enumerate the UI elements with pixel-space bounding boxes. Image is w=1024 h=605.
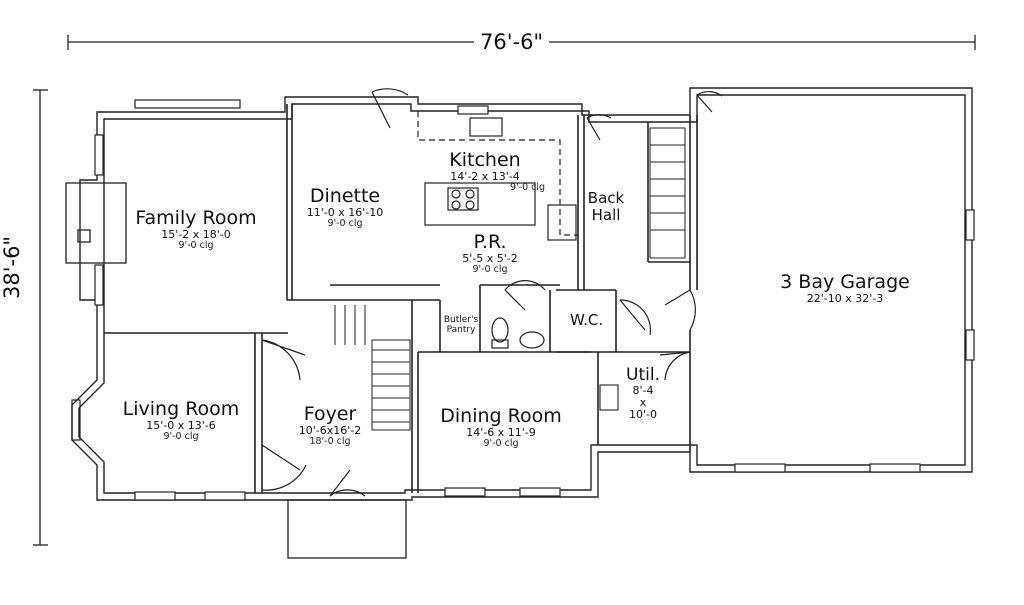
kitchen-cabinets bbox=[417, 111, 578, 241]
overall-width-label: 76'-6" bbox=[474, 32, 550, 53]
butlers-pantry-label: Butler's Pantry bbox=[441, 315, 481, 336]
dinette-ceiling: 9'-0 clg bbox=[327, 217, 363, 229]
dinette-name: Dinette bbox=[309, 185, 381, 207]
kitchen-label: Kitchen 14'-2 x 13'-4 bbox=[440, 150, 530, 183]
living-room-ceiling: 9'-0 clg bbox=[163, 430, 199, 442]
dinette-label: Dinette 11'-0 x 16'-10 9'-0 clg bbox=[300, 186, 390, 229]
living-room-name: Living Room bbox=[122, 398, 240, 420]
utility-sink bbox=[599, 384, 619, 411]
foyer-label: Foyer 10'-6x16'-2 18'-0 clg bbox=[290, 404, 370, 447]
family-room-label: Family Room 15'-2 x 18'-0 9'-0 clg bbox=[126, 208, 266, 251]
family-room-name: Family Room bbox=[135, 207, 257, 229]
kitchen-dims: 14'-2 x 13'-4 bbox=[450, 169, 520, 183]
family-room-ceiling: 9'-0 clg bbox=[178, 239, 214, 251]
foyer-name: Foyer bbox=[303, 403, 357, 425]
dining-room-name: Dining Room bbox=[440, 405, 562, 427]
back-hall-label: Back Hall bbox=[586, 190, 626, 223]
powder-room-ceiling: 9'-0 clg bbox=[472, 263, 508, 275]
utility-room-dims-1: 8'-4 bbox=[632, 383, 654, 397]
dining-room-label: Dining Room 14'-6 x 11'-9 9'-0 clg bbox=[436, 406, 566, 449]
living-room-dims: 15'-0 x 13'-6 bbox=[146, 418, 216, 432]
back-hall-line1: Back bbox=[587, 189, 625, 207]
exterior-walls bbox=[71, 87, 973, 501]
living-room-label: Living Room 15'-0 x 13'-6 9'-0 clg bbox=[116, 399, 246, 442]
foyer-dims: 10'-6x16'-2 bbox=[298, 423, 362, 437]
kitchen-name: Kitchen bbox=[449, 149, 521, 171]
powder-room-label: P.R. 5'-5 x 5'-2 9'-0 clg bbox=[450, 232, 530, 275]
fireplace bbox=[65, 182, 127, 264]
foyer-ceiling: 18'-0 clg bbox=[309, 435, 351, 447]
kitchen-ceiling: 9'-0 clg bbox=[510, 182, 546, 193]
wc-label: W.C. bbox=[570, 311, 604, 329]
garage-label: 3 Bay Garage 22'-10 x 32'-3 bbox=[765, 272, 925, 305]
interior-walls bbox=[104, 104, 698, 493]
back-hall-line2: Hall bbox=[591, 205, 621, 224]
utility-room-dims-3: 10'-0 bbox=[629, 407, 657, 421]
powder-room-dims: 5'-5 x 5'-2 bbox=[462, 251, 518, 265]
family-room-dims: 15'-2 x 18'-0 bbox=[161, 227, 231, 241]
garage-name: 3 Bay Garage bbox=[780, 271, 910, 293]
utility-room-name: Util. bbox=[626, 365, 660, 385]
living-room-bay-window bbox=[71, 399, 81, 441]
powder-room-fixtures bbox=[491, 317, 545, 349]
utility-room-dims-2: x bbox=[639, 395, 647, 409]
dining-room-ceiling: 9'-0 clg bbox=[483, 437, 519, 449]
windows bbox=[94, 99, 975, 501]
overall-depth-label: 38'-6" bbox=[0, 229, 24, 305]
butlers-pantry-line2: Pantry bbox=[446, 324, 476, 335]
powder-room-name: P.R. bbox=[473, 231, 507, 253]
garage-dims: 22'-10 x 32'-3 bbox=[806, 291, 884, 305]
dining-room-dims: 14'-6 x 11'-9 bbox=[466, 425, 536, 439]
front-porch bbox=[287, 499, 407, 559]
utility-room-label: Util. 8'-4 x 10'-0 bbox=[618, 366, 668, 421]
stairs bbox=[334, 127, 686, 431]
dinette-dims: 11'-0 x 16'-10 bbox=[306, 205, 384, 219]
doors bbox=[261, 88, 723, 497]
butlers-pantry-line1: Butler's bbox=[443, 315, 479, 325]
